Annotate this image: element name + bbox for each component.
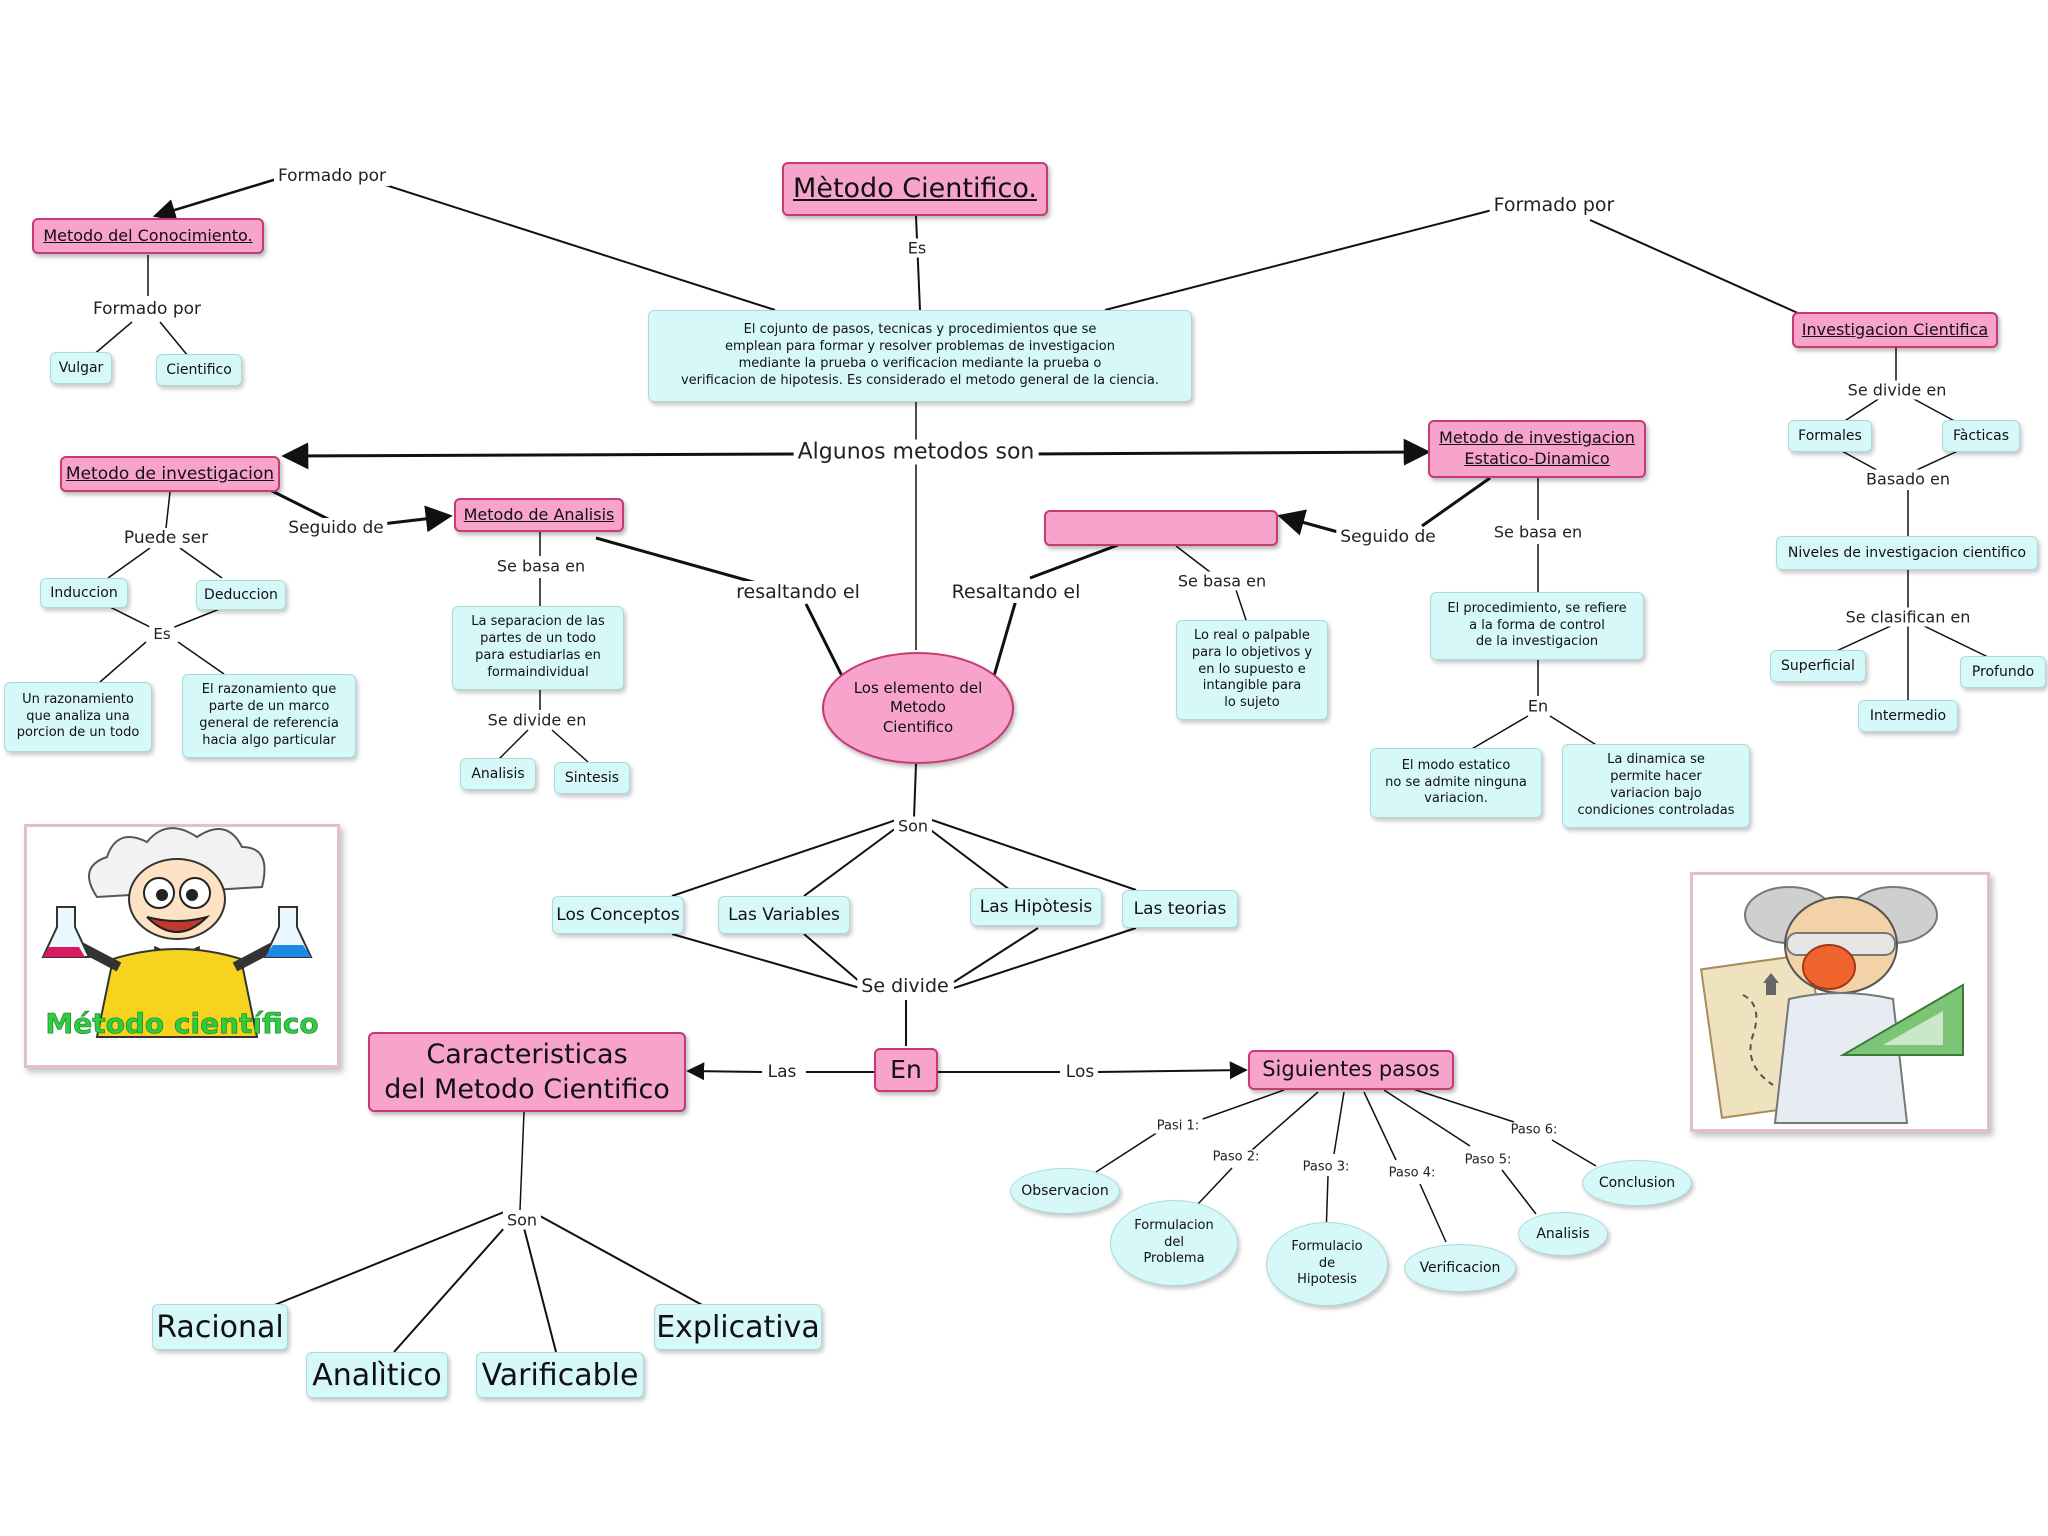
intermedio-node[interactable]: Intermedio (1858, 700, 1958, 732)
induccion-node[interactable]: Induccion (40, 578, 128, 608)
en-node[interactable]: En (874, 1048, 938, 1092)
metodo-investigacion-node[interactable]: Metodo de investigacion (60, 456, 280, 492)
paso-6-label: Paso 6: (1506, 1122, 1562, 1138)
formales-node[interactable]: Formales (1788, 420, 1872, 452)
metodo-conocimiento-node[interactable]: Metodo del Conocimiento. (32, 218, 264, 254)
se-basa-en-label-1: Se basa en (492, 556, 590, 576)
formado-por-label-2: Formado por (88, 299, 206, 319)
niveles-node[interactable]: Niveles de investigacion cientifico (1776, 536, 2038, 570)
paso-3-label: Paso 3: (1298, 1159, 1354, 1175)
scientist-with-map-icon (1699, 886, 1964, 1124)
scientist-cartoon-icon: Método científico (41, 827, 319, 1040)
formado-por-label-1: Formado por (273, 166, 391, 186)
facticas-node[interactable]: Fàcticas (1942, 420, 2020, 452)
puede-ser-label: Puede ser (119, 528, 213, 548)
elementos-node[interactable]: Los elemento del Metodo Cientifico (822, 652, 1014, 764)
razonamiento-porcion-node[interactable]: Un razonamiento que analiza una porcion … (4, 682, 152, 752)
resaltando-label-1: resaltando el (732, 581, 864, 603)
superficial-node[interactable]: Superficial (1770, 650, 1866, 682)
procedimiento-node[interactable]: El procedimiento, se refiere a la forma … (1430, 592, 1644, 660)
caracteristicas-node[interactable]: Caracteristicas del Metodo Cientifico (368, 1032, 686, 1112)
profundo-node[interactable]: Profundo (1960, 656, 2046, 688)
se-divide-en-label-2: Se divide en (483, 710, 591, 730)
metodo-analisis-node[interactable]: Metodo de Analisis (454, 498, 624, 532)
objetivo-sujetivo-node[interactable] (1044, 510, 1278, 546)
paso-5-label: Paso 5: (1460, 1152, 1516, 1168)
explicativa-node[interactable]: Explicativa (654, 1304, 822, 1350)
formulacion-problema-node[interactable]: Formulacion del Problema (1110, 1200, 1238, 1286)
racional-node[interactable]: Racional (152, 1304, 288, 1350)
separacion-node[interactable]: La separacion de las partes de un todo p… (452, 606, 624, 690)
main-title-node[interactable]: Mètodo Cientifico. (782, 162, 1048, 216)
resaltando-label-2: Resaltando el (947, 581, 1085, 603)
right-illustration (1690, 872, 1990, 1132)
algunos-metodos-label: Algunos metodos son (793, 439, 1039, 465)
paso-4-label: Paso 4: (1384, 1165, 1440, 1181)
formado-por-label-3: Formado por (1489, 194, 1619, 216)
siguientes-pasos-node[interactable]: Siguientes pasos (1248, 1050, 1454, 1090)
cientifico-node[interactable]: Cientifico (156, 354, 242, 386)
seguido-de-label-2: Seguido de (1336, 527, 1440, 547)
se-clasifican-en-label: Se clasifican en (1841, 607, 1975, 627)
se-divide-label: Se divide (857, 975, 953, 997)
investigacion-cientifica-node[interactable]: Investigacion Cientifica (1792, 312, 1998, 348)
se-basa-en-label-2: Se basa en (1173, 571, 1271, 591)
variables-node[interactable]: Las Variables (718, 896, 850, 934)
es-label-2: Es (149, 625, 175, 643)
conclusion-node[interactable]: Conclusion (1582, 1160, 1692, 1206)
estatico-dinamico-node[interactable]: Metodo de investigacion Estatico-Dinamic… (1428, 420, 1646, 478)
basado-en-label: Basado en (1862, 469, 1954, 489)
dinamica-node[interactable]: La dinamica se permite hacer variacion b… (1562, 744, 1750, 828)
real-palpable-node[interactable]: Lo real o palpable para lo objetivos y e… (1176, 620, 1328, 720)
los-label: Los (1061, 1062, 1099, 1082)
se-basa-en-label-3: Se basa en (1489, 522, 1587, 542)
left-illustration-caption: Método científico (45, 1007, 318, 1040)
formulacio-hipotesis-node[interactable]: Formulacio de Hipotesis (1266, 1222, 1388, 1306)
verificacion-node[interactable]: Verificacion (1404, 1244, 1516, 1292)
en-label-small: En (1523, 696, 1553, 716)
analisis-node-2[interactable]: Analisis (1518, 1212, 1608, 1256)
son-label-1: Son (893, 816, 933, 836)
deduccion-node[interactable]: Deduccion (196, 580, 286, 610)
son-label-2: Son (502, 1210, 542, 1230)
razonamiento-marco-node[interactable]: El razonamiento que parte de un marco ge… (182, 674, 356, 758)
vulgar-node[interactable]: Vulgar (50, 352, 112, 384)
observacion-node[interactable]: Observacion (1010, 1168, 1120, 1214)
definition-node[interactable]: El cojunto de pasos, tecnicas y procedim… (648, 310, 1192, 402)
analitico-node[interactable]: Analìtico (306, 1352, 448, 1398)
hipotesis-node[interactable]: Las Hipòtesis (970, 888, 1102, 926)
sintesis-node[interactable]: Sintesis (554, 762, 630, 794)
seguido-de-label-1: Seguido de (284, 518, 388, 538)
paso-2-label: Paso 2: (1208, 1149, 1264, 1165)
se-divide-en-label-1: Se divide en (1843, 380, 1951, 400)
varificable-node[interactable]: Varificable (476, 1352, 644, 1398)
paso-1-label: Pasi 1: (1152, 1118, 1204, 1134)
las-label: Las (763, 1062, 801, 1082)
teorias-node[interactable]: Las teorias (1122, 890, 1238, 928)
conceptos-node[interactable]: Los Conceptos (552, 896, 684, 934)
modo-estatico-node[interactable]: El modo estatico no se admite ninguna va… (1370, 748, 1542, 818)
analisis-node-1[interactable]: Analisis (460, 758, 536, 790)
left-illustration: Método científico (24, 824, 340, 1068)
es-label-1: Es (903, 238, 931, 258)
